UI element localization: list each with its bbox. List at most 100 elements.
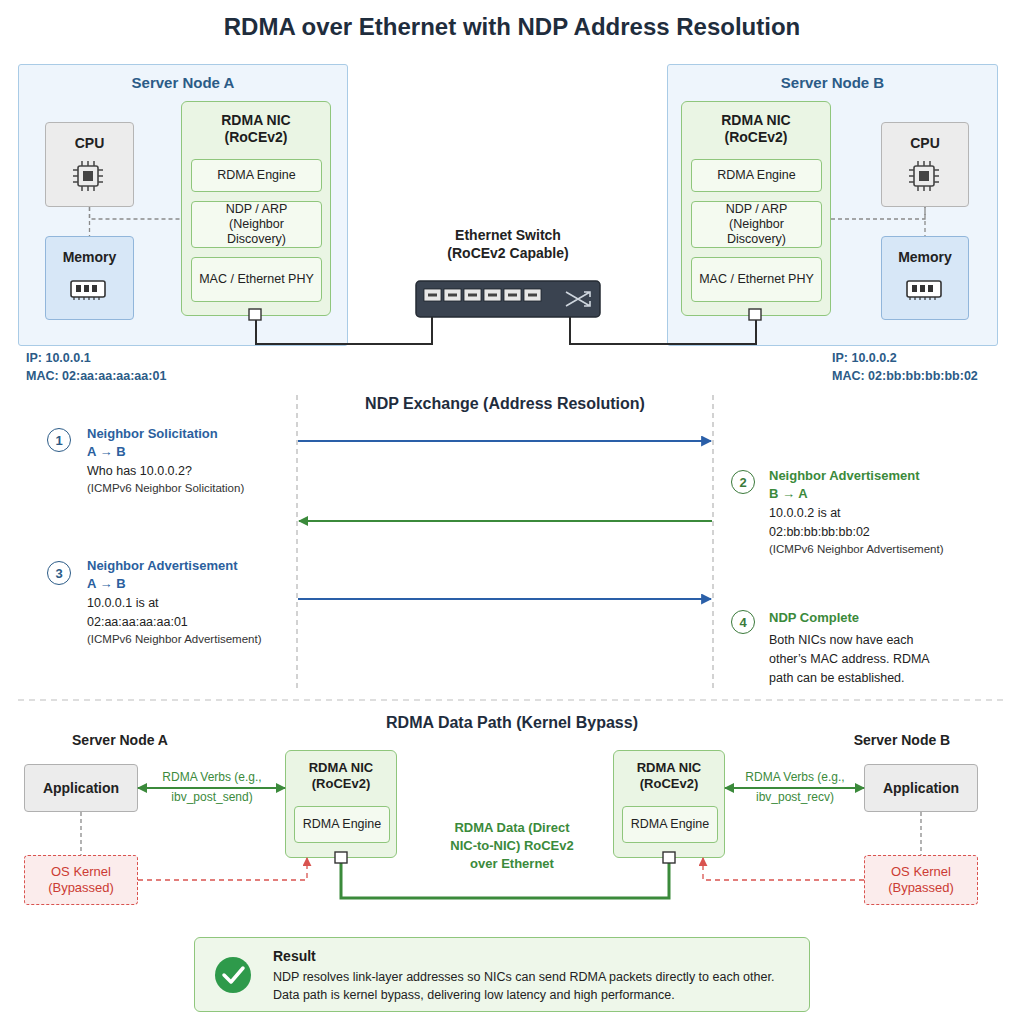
kernel-box-text: OS Kernel (Bypassed) (31, 864, 131, 896)
step-note: (ICMPv6 Neighbor Solicitation) (87, 482, 292, 494)
step-number: 3 (47, 561, 71, 585)
step-number: 1 (47, 428, 71, 452)
step-text: 10.0.0.2 is at 02:bb:bb:bb:bb:02 (769, 504, 919, 542)
verbs-arrow (138, 787, 285, 789)
step-note: (ICMPv6 Neighbor Advertisement) (87, 633, 292, 645)
nic-box: RDMA NIC (RoCEv2) RDMA Engine (285, 750, 397, 858)
step-text: Who has 10.0.0.2? (87, 462, 287, 481)
memory-box: Memory (45, 236, 134, 320)
chip-pins (73, 161, 103, 191)
ram-pins (74, 297, 99, 300)
step-number-text: 1 (55, 433, 62, 448)
cpu-box: CPU (45, 122, 134, 207)
application-box-text: Application (883, 780, 959, 796)
check-mark (224, 968, 243, 982)
server-label: Server Node A (20, 732, 220, 748)
section-heading: RDMA Data Path (Kernel Bypass) (312, 714, 712, 732)
step-number-text: 4 (739, 615, 746, 630)
rdma-data-link (341, 858, 669, 898)
step-direction: A → B (87, 576, 287, 591)
step-number-text: 3 (55, 566, 62, 581)
ethernet-switch-text: Ethernet Switch (RoCEv2 Capable) (433, 226, 583, 262)
bypass-arrow (703, 858, 864, 880)
nic-module: MAC / Ethernet PHY (191, 257, 322, 302)
bus-line (89, 207, 90, 236)
timeline-line (296, 395, 297, 690)
switch-symbol (566, 292, 590, 306)
ram-chips (76, 285, 97, 292)
step-direction: A → B (87, 444, 287, 459)
cpu-box-text: CPU (882, 135, 968, 151)
message-arrow (298, 598, 711, 600)
step-heading: Neighbor Advertisement (87, 558, 287, 573)
application-box: Application (24, 764, 138, 812)
diagram-title: RDMA over Ethernet with NDP Address Reso… (0, 13, 1024, 41)
nic-module-text: RDMA Engine (217, 168, 296, 183)
memory-box-text: Memory (882, 249, 968, 265)
step-heading: Neighbor Solicitation (87, 426, 287, 441)
port-slot (428, 294, 537, 297)
nic-module-text: NDP / ARP (Neighbor Discovery) (198, 202, 315, 247)
switch-icon (416, 281, 600, 317)
section-divider (18, 699, 1006, 700)
chip-core (919, 171, 929, 181)
step-text: 10.0.0.1 is at 02:aa:aa:aa:aa:01 (87, 594, 237, 632)
step-number: 2 (731, 470, 755, 494)
stack-line (920, 812, 921, 855)
step-number: 4 (731, 610, 755, 634)
switch-port (464, 289, 481, 301)
edge-label: RDMA Verbs (e.g., ibv_post_send) (152, 767, 272, 807)
result-box-text: Result (273, 948, 797, 964)
nic-module: RDMA Engine (622, 806, 718, 843)
nic-port (335, 852, 347, 863)
kernel-box: OS Kernel (Bypassed) (864, 855, 978, 905)
memory-icon (907, 281, 941, 300)
nic-module-text: NDP / ARP (Neighbor Discovery) (698, 202, 815, 247)
switch-body (416, 281, 600, 317)
server-panel-text: Server Node A (19, 74, 347, 91)
ethernet-cable (256, 316, 432, 344)
result-box-text: NDP resolves link-layer addresses so NIC… (273, 968, 797, 1004)
nic-port (663, 852, 675, 863)
chip-pins (909, 161, 939, 191)
server-panel-text: Server Node B (668, 74, 997, 91)
ethernet-cable (570, 316, 756, 344)
switch-port (504, 289, 521, 301)
edge-label: RDMA Data (Direct NIC-to-NIC) RoCEv2 ove… (442, 819, 582, 873)
nic-module-text: MAC / Ethernet PHY (699, 272, 814, 287)
nic-box-text: RDMA NIC (RoCEv2) (293, 760, 389, 792)
nic-module: RDMA Engine (691, 159, 822, 192)
step-note: (ICMPv6 Neighbor Advertisement) (769, 543, 1009, 555)
nic-module: NDP / ARP (Neighbor Discovery) (691, 201, 822, 248)
bypass-arrow (138, 858, 307, 880)
message-arrow (299, 520, 712, 522)
bus-line (924, 207, 925, 236)
verbs-arrow (725, 787, 864, 789)
nic-port (249, 309, 261, 320)
chip-core (83, 171, 93, 181)
memory-icon (71, 281, 105, 300)
nic-module: NDP / ARP (Neighbor Discovery) (191, 201, 322, 248)
nic-module-text: RDMA Engine (303, 817, 382, 832)
step-text: Both NICs now have each other’s MAC addr… (769, 631, 954, 688)
memory-box: Memory (881, 236, 969, 320)
kernel-box: OS Kernel (Bypassed) (24, 855, 138, 905)
nic-module-text: RDMA Engine (717, 168, 796, 183)
switch-port (444, 289, 461, 301)
nic-module: RDMA Engine (191, 159, 322, 192)
step-direction: B → A (769, 486, 999, 501)
nic-box-text: RDMA NIC (RoCEv2) (201, 112, 311, 146)
ethernet-switch: Ethernet Switch (RoCEv2 Capable) (410, 226, 606, 317)
switch-ports (424, 289, 541, 301)
switch-port (524, 289, 541, 301)
kernel-box-text: OS Kernel (Bypassed) (871, 864, 971, 896)
ram-pins (910, 297, 935, 300)
section-heading: NDP Exchange (Address Resolution) (305, 395, 705, 413)
server-panel: Server Node BRDMA NIC (RoCEv2)RDMA Engin… (667, 64, 998, 346)
nic-port (749, 309, 761, 320)
timeline-line (712, 395, 713, 690)
mac-address: MAC: 02:bb:bb:bb:bb:02 (832, 369, 1012, 383)
ram-stick (71, 281, 105, 297)
ram-stick (907, 281, 941, 297)
nic-module-text: MAC / Ethernet PHY (199, 272, 314, 287)
